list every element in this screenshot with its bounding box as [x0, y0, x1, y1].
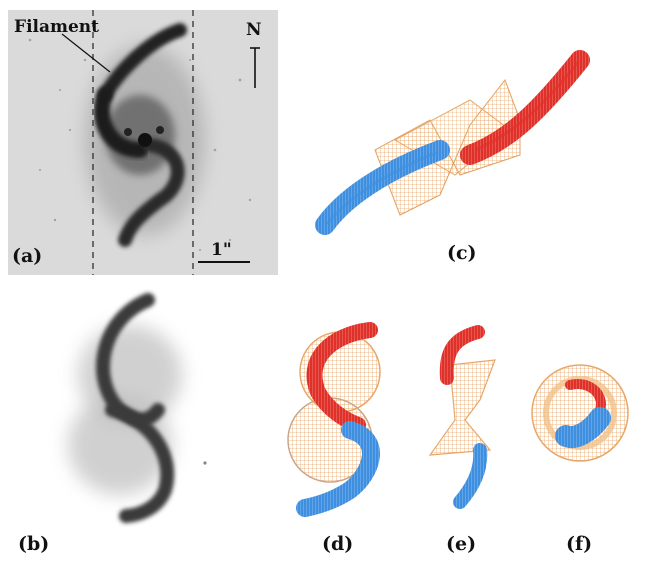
- panel-d-model: [287, 322, 381, 517]
- panel-a-image: [8, 10, 278, 275]
- panel-d-label: (d): [322, 533, 354, 555]
- panel-e-model: [428, 325, 496, 509]
- panel-a-label: (a): [12, 245, 43, 267]
- north-label: N: [246, 20, 262, 40]
- scale-label: 1": [211, 240, 232, 260]
- panel-f-label: (f): [566, 533, 593, 555]
- filament-annotation: Filament: [14, 17, 100, 37]
- panel-c-model: [315, 50, 590, 235]
- filament-pointer: [61, 33, 111, 73]
- panel-b-image: [68, 293, 207, 523]
- panel-b-label: (b): [18, 533, 50, 555]
- panel-f-model: [531, 364, 629, 462]
- panel-c-label: (c): [447, 242, 477, 264]
- panel-e-label: (e): [446, 533, 477, 555]
